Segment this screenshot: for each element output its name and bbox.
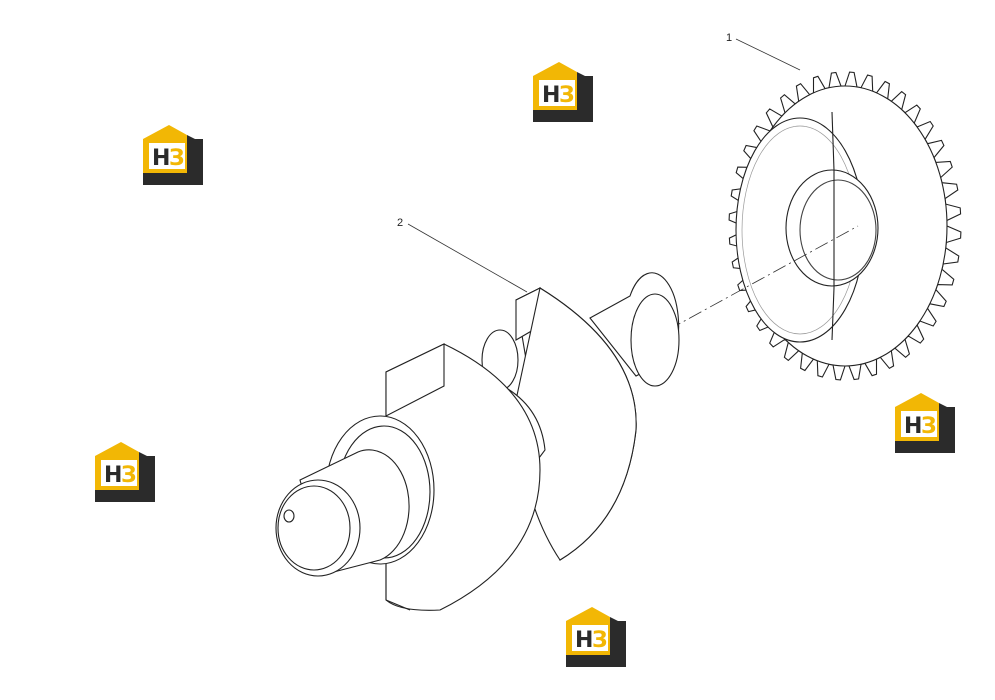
callout-2: 2 [397, 217, 403, 229]
crankshaft-part [275, 272, 680, 611]
axis-line [667, 225, 859, 331]
gear-part [728, 71, 962, 381]
callout-1: 1 [726, 32, 732, 44]
callouts: 1 2 [397, 32, 801, 293]
